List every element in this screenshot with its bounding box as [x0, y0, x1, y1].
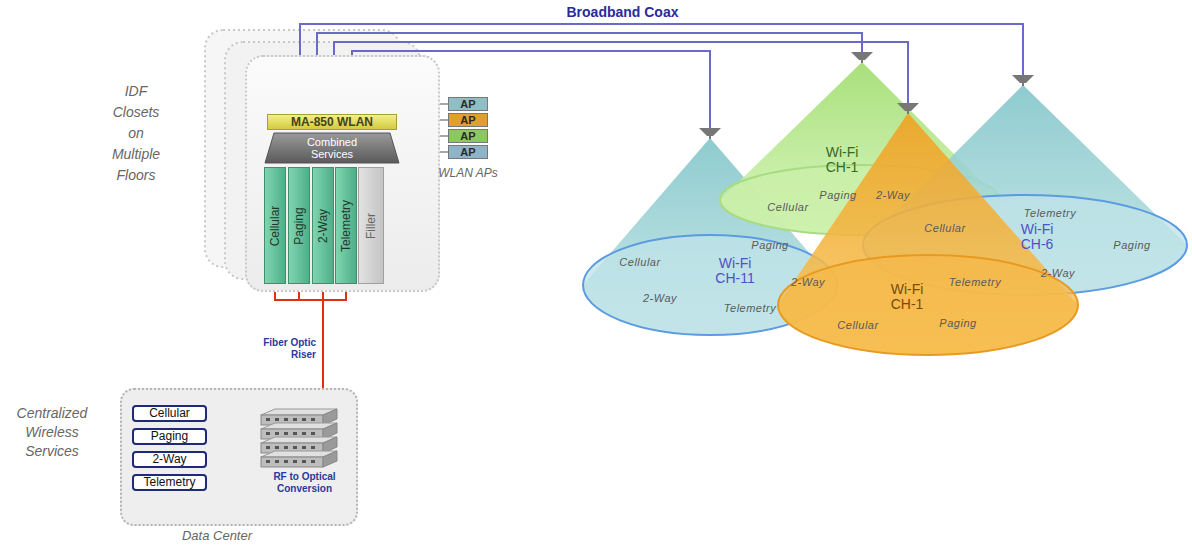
label-text: Combined Services	[301, 136, 363, 160]
dc-caption: Data Center	[162, 529, 272, 543]
label-text: AP	[460, 114, 475, 126]
equipment-stack	[257, 407, 341, 469]
combined-services: Combined Services	[264, 132, 400, 164]
channel-label: Wi-Fi CH-1	[882, 282, 932, 312]
service-label: Cellular	[619, 256, 660, 268]
service-label: Cellular	[837, 319, 878, 331]
access-point: AP	[448, 145, 488, 159]
service-label: 2-Way	[643, 292, 677, 304]
coax-title: Broadband Coax	[545, 4, 700, 20]
service-label: Cellular	[924, 222, 965, 234]
idf-closet: IDF Closets on Multiple FloorsMA-850 WLA…	[245, 55, 440, 292]
label-text: Cellular	[268, 205, 282, 246]
label-text: Paging	[151, 430, 188, 443]
service-label: Paging	[819, 189, 856, 201]
label-text: Paging	[292, 207, 306, 244]
service-label: Paging	[939, 317, 976, 329]
label-text: AP	[460, 146, 475, 158]
edge-label: Fiber Optic Riser	[248, 336, 318, 362]
rf-optical-converter: RF to Optical Conversion	[257, 407, 352, 507]
label-text: Telemetry	[143, 476, 195, 489]
label-text: RF to Optical Conversion	[257, 471, 352, 495]
service-module: Telemetry	[335, 167, 357, 284]
data-center: Centralized Wireless ServicesData Center…	[120, 388, 358, 526]
channel-label: Wi-Fi CH-11	[710, 256, 760, 286]
service-box: Cellular	[132, 405, 207, 422]
label-text: 2-Way	[316, 208, 330, 242]
label-text: AP	[460, 98, 475, 110]
service-module: Paging	[288, 167, 310, 284]
service-label: Telemetry	[1024, 207, 1076, 219]
channel-label: Wi-Fi CH-6	[1012, 222, 1062, 252]
service-module: Cellular	[264, 167, 286, 284]
label-text: 2-Way	[152, 453, 186, 466]
service-label: Cellular	[767, 201, 808, 213]
access-point: AP	[448, 129, 488, 143]
label-text: Filler	[364, 213, 378, 239]
service-module: 2-Way	[312, 167, 334, 284]
label-text: AP	[460, 130, 475, 142]
service-label: 2-Way	[1041, 267, 1075, 279]
label-text: MA-850 WLAN	[291, 115, 373, 129]
service-label: 2-Way	[876, 189, 910, 201]
dc-caption: Centralized Wireless Services	[6, 404, 98, 461]
wlan-unit: MA-850 WLAN	[267, 114, 397, 130]
service-label: Paging	[1113, 239, 1150, 251]
filler-module: Filler	[358, 167, 384, 284]
service-label: Telemetry	[949, 276, 1001, 288]
service-box: Telemetry	[132, 474, 207, 491]
closet-caption: IDF Closets on Multiple Floors	[105, 81, 167, 186]
label-text: Telemetry	[339, 199, 353, 251]
group-caption: WLAN APs	[438, 166, 498, 180]
service-box: 2-Way	[132, 451, 207, 468]
service-label: Telemetry	[724, 302, 776, 314]
channel-label: Wi-Fi CH-1	[817, 145, 867, 175]
service-box: Paging	[132, 428, 207, 445]
service-label: 2-Way	[791, 276, 825, 288]
access-point: AP	[448, 97, 488, 111]
service-label: Paging	[751, 239, 788, 251]
label-text: Cellular	[149, 407, 190, 420]
access-point: AP	[448, 113, 488, 127]
